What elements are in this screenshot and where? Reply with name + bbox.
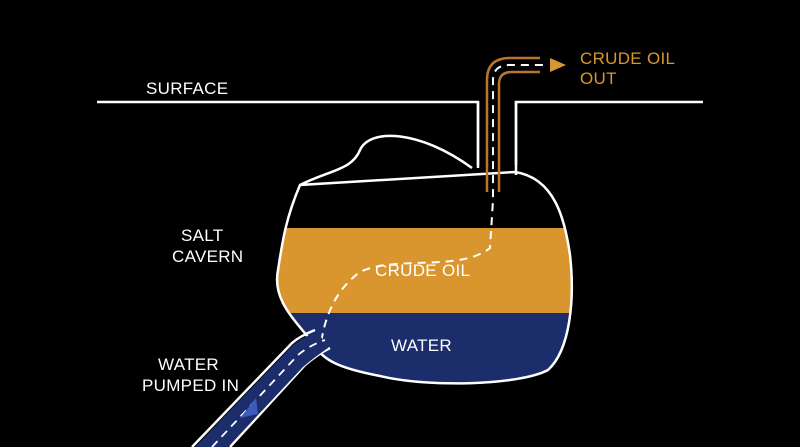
crude-oil-layer: [277, 228, 572, 313]
water-inlet-fill: [195, 332, 328, 447]
surface-line: [97, 100, 703, 165]
surface-label: SURFACE: [146, 79, 228, 98]
crude-oil-label: CRUDE OIL: [375, 261, 470, 280]
cavern-outline: [275, 134, 574, 385]
water-label: WATER: [391, 336, 452, 355]
crude-oil-out-label-line2: OUT: [580, 69, 617, 88]
water-pumped-in-label-line2: PUMPED IN: [142, 376, 239, 395]
crude-oil-pipe: [485, 56, 540, 192]
salt-cavern-label-line1: SALT: [181, 226, 223, 245]
salt-cavern-label-line2: CAVERN: [172, 247, 243, 266]
well-casing: [476, 102, 518, 175]
crude-oil-out-arrow: [550, 58, 566, 72]
crude-oil-out-label-line1: CRUDE OIL: [580, 49, 675, 68]
water-in-arrow: [240, 398, 258, 418]
crude-oil-flow-path: [319, 64, 545, 356]
water-pumped-in-label-line1: WATER: [158, 355, 219, 374]
